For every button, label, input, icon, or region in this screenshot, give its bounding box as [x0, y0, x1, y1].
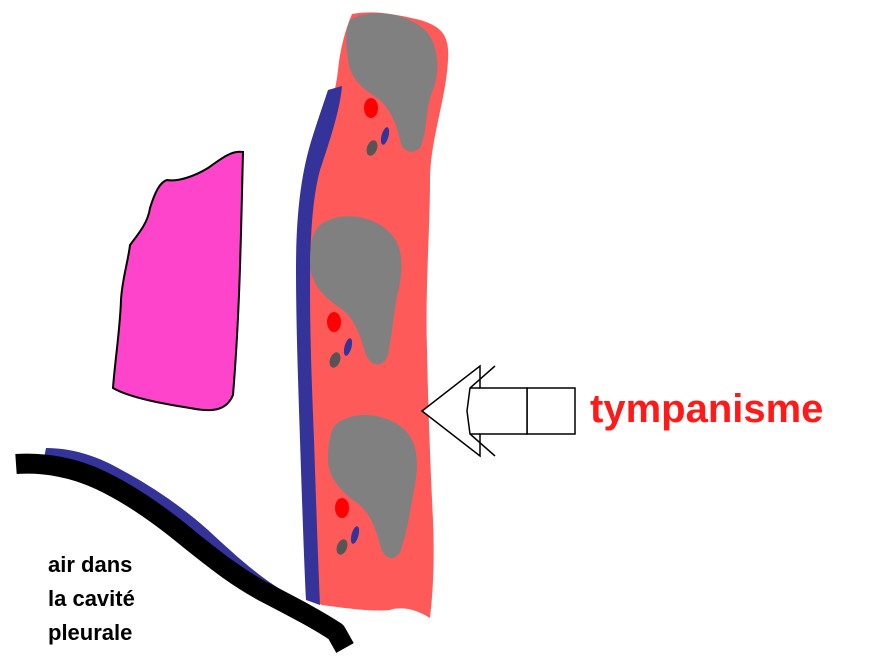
tympanisme-label: tympanisme: [590, 385, 823, 433]
pleural-air-label-line-2: la cavité: [48, 582, 135, 616]
magenta-organ: [113, 152, 243, 410]
vessel-red-3: [335, 498, 349, 518]
pleural-air-label-line-1: air dans: [48, 548, 135, 582]
vessel-red-2: [327, 312, 341, 332]
vessel-red-1: [364, 98, 378, 118]
percussion-arrow-icon: [422, 366, 575, 456]
pleural-air-label: air dans la cavité pleurale: [48, 548, 135, 650]
pleural-air-label-line-3: pleurale: [48, 616, 135, 650]
